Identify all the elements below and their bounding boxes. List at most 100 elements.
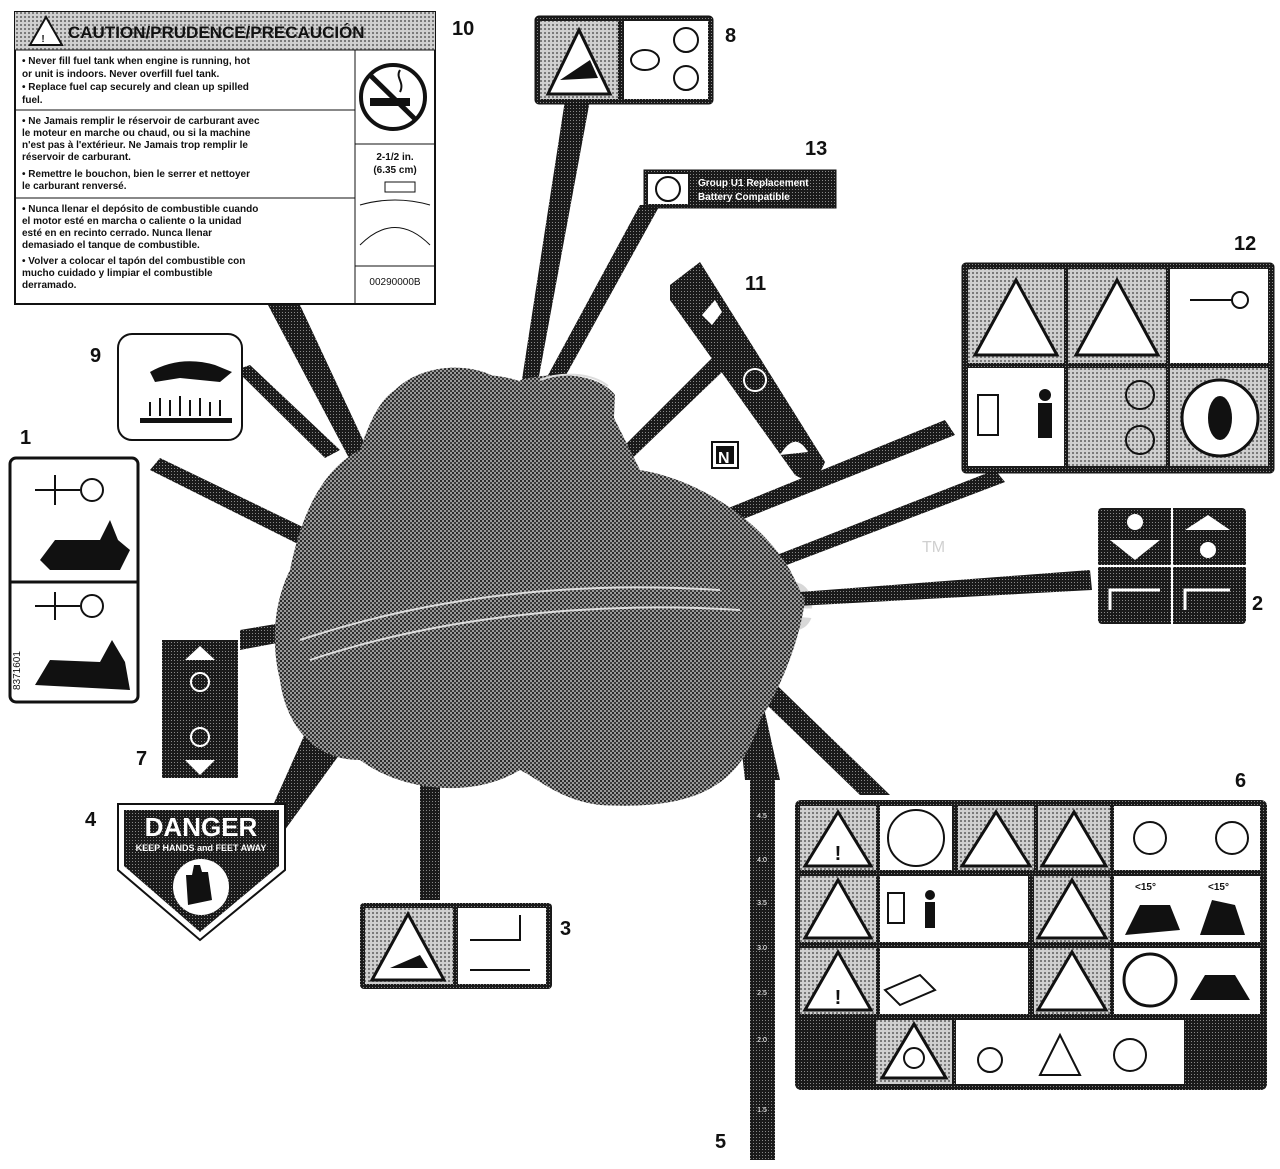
- chute-icon: [470, 915, 530, 971]
- warning-triangle-icon: [802, 809, 874, 868]
- warning-triangle-icon: [879, 1021, 949, 1080]
- callout-3: 3: [560, 918, 571, 940]
- svg-text:• Replace fuel cap securely an: • Replace fuel cap securely and clean up…: [22, 82, 249, 93]
- spanish-text-block: • Nunca llenar el depósito de combustibl…: [22, 204, 258, 291]
- callout-8: 8: [725, 25, 736, 47]
- svg-text:• Ne Jamais remplir le réservo: • Ne Jamais remplir le réservoir de carb…: [22, 116, 260, 127]
- neutral-icon: [1200, 542, 1216, 558]
- engine-icon: [977, 1032, 1147, 1076]
- svg-text:or unit is indoors. Never over: or unit is indoors. Never overfill fuel …: [22, 69, 219, 80]
- key-icon: [1190, 291, 1249, 309]
- svg-text:demasiado el tanque de combust: demasiado el tanque de combustible.: [22, 240, 200, 251]
- rider-icon: [35, 640, 130, 690]
- caution-title: CAUTION/PRUDENCE/PRECAUCIÓN: [68, 23, 365, 42]
- callout-7: 7: [136, 748, 147, 770]
- battery-line-2: Battery Compatible: [698, 192, 790, 203]
- warning-triangle-icon: [1039, 809, 1109, 868]
- callout-12: 12: [1234, 233, 1256, 255]
- ruler-mark: 3.0: [757, 945, 767, 952]
- choke-icon: [743, 368, 767, 392]
- svg-text:esté en en recinto cerrado. Nu: esté en en recinto cerrado. Nunca llenar: [22, 228, 212, 239]
- warning-triangle-icon: [369, 910, 447, 982]
- callout-1: 1: [20, 427, 31, 449]
- callout-2: 2: [1252, 593, 1263, 615]
- svg-text:• Never fill fuel tank when en: • Never fill fuel tank when engine is ru…: [22, 56, 251, 67]
- svg-text:le carburant renversé.: le carburant renversé.: [22, 181, 127, 192]
- fill-level-icon: [359, 181, 431, 246]
- battery-icon: [655, 176, 681, 202]
- mower-body-illustration: [274, 367, 806, 806]
- warning-triangle-icon: [802, 876, 874, 940]
- danger-title: DANGER: [145, 812, 258, 842]
- svg-text:el motor esté en marcha o cali: el motor esté en marcha o caliente o la …: [22, 216, 242, 227]
- rabbit-icon: [702, 300, 722, 325]
- battery-line-1: Group U1 Replacement: [698, 178, 809, 189]
- rotating-blade-icon: [630, 27, 699, 91]
- neutral-letter: N: [718, 450, 730, 467]
- svg-text:• Volver a colocar el tapón de: • Volver a colocar el tapón del combusti…: [22, 256, 245, 267]
- svg-text:!: !: [41, 34, 44, 45]
- parking-icon: [190, 672, 210, 692]
- blade-icon: [903, 1047, 925, 1069]
- callout-5: 5: [715, 1131, 726, 1153]
- svg-text:• Remettre le bouchon, bien le: • Remettre le bouchon, bien le serrer et…: [22, 169, 250, 180]
- svg-text:!: !: [835, 987, 842, 1009]
- english-text-block: • Never fill fuel tank when engine is ru…: [22, 56, 251, 106]
- manual-icon: [887, 809, 945, 867]
- ruler-mark: 2.5: [757, 990, 767, 997]
- ruler-mark: 2.0: [757, 1037, 767, 1044]
- slope-rider-icon: [1200, 900, 1245, 935]
- svg-text:fuel.: fuel.: [22, 95, 43, 106]
- turtle-icon: [780, 441, 808, 455]
- decal-7-parking-brake: [162, 640, 238, 778]
- rotating-blade-icon: [1125, 380, 1155, 455]
- svg-text:le moteur en marche ou chaud,: le moteur en marche ou chaud, ou si la m…: [22, 128, 251, 139]
- decal-5-height-gauge: 4.5 4.0 3.5 3.0 2.5 2.0 1.5: [750, 775, 775, 1160]
- decal-1-code: 8371601: [12, 651, 23, 690]
- decal-1-attachment: 8371601: [8, 456, 140, 704]
- decal-2-motion-control: [1098, 508, 1246, 624]
- slope-angle-a: <15°: [1135, 882, 1156, 893]
- parking-icon: [190, 727, 210, 747]
- distance-person-icon: [887, 890, 935, 928]
- warning-triangle-icon: [959, 809, 1033, 868]
- svg-text:00290000B: 00290000B: [369, 277, 420, 288]
- callout-4: 4: [85, 809, 97, 831]
- distance-person-icon: [977, 389, 1052, 438]
- slope-rider-icon: [1125, 905, 1180, 935]
- french-text-block: • Ne Jamais remplir le réservoir de carb…: [22, 116, 260, 192]
- decal-8: [534, 15, 714, 105]
- warning-triangle-icon: [28, 14, 64, 46]
- decal-13-battery-label: Group U1 Replacement Battery Compatible: [643, 169, 837, 209]
- manual-book-icon: [883, 973, 937, 1007]
- pto-disengaged-icon: [35, 592, 104, 620]
- warning-triangle-icon: [1073, 276, 1161, 357]
- ruler-mark: 3.5: [757, 900, 767, 907]
- no-smoking-icon: [359, 63, 427, 131]
- warning-triangle-icon: [1035, 877, 1109, 940]
- ruler-mark: 1.5: [757, 1107, 767, 1114]
- pto-engaged-icon: [35, 475, 104, 505]
- svg-text:n'est pas à l'extérieur. Ne Ja: n'est pas à l'extérieur. Ne Jamais trop …: [22, 140, 248, 151]
- callout-11: 11: [745, 273, 766, 295]
- hand-icon: [150, 361, 232, 382]
- danger-subtitle: KEEP HANDS and FEET AWAY: [136, 843, 267, 853]
- watermark-tm: TM: [922, 539, 945, 556]
- svg-text:derramado.: derramado.: [22, 280, 77, 291]
- decal-10-caution-label: ! CAUTION/PRUDENCE/PRECAUCIÓN • Never fi…: [14, 11, 436, 305]
- ruler-mark: 4.5: [757, 813, 767, 820]
- neutral-icon: [1127, 514, 1143, 530]
- slope-angle-b: <15°: [1208, 882, 1229, 893]
- no-passenger-icon: [1122, 952, 1178, 1008]
- callout-6: 6: [1235, 770, 1246, 792]
- warning-triangle-icon: [1035, 949, 1109, 1012]
- blade-icon: [1133, 821, 1249, 855]
- rider-icon: [1190, 975, 1250, 1000]
- warning-triangle-icon: [972, 276, 1060, 357]
- heat-lines-icon: [149, 396, 221, 416]
- svg-text:(6.35 cm): (6.35 cm): [373, 165, 416, 176]
- svg-text:mucho cuidado y limpiar el com: mucho cuidado y limpiar el combustible: [22, 268, 213, 279]
- decal-9-hot-surface: [117, 333, 243, 441]
- decal-4-danger: DANGER KEEP HANDS and FEET AWAY: [117, 803, 286, 942]
